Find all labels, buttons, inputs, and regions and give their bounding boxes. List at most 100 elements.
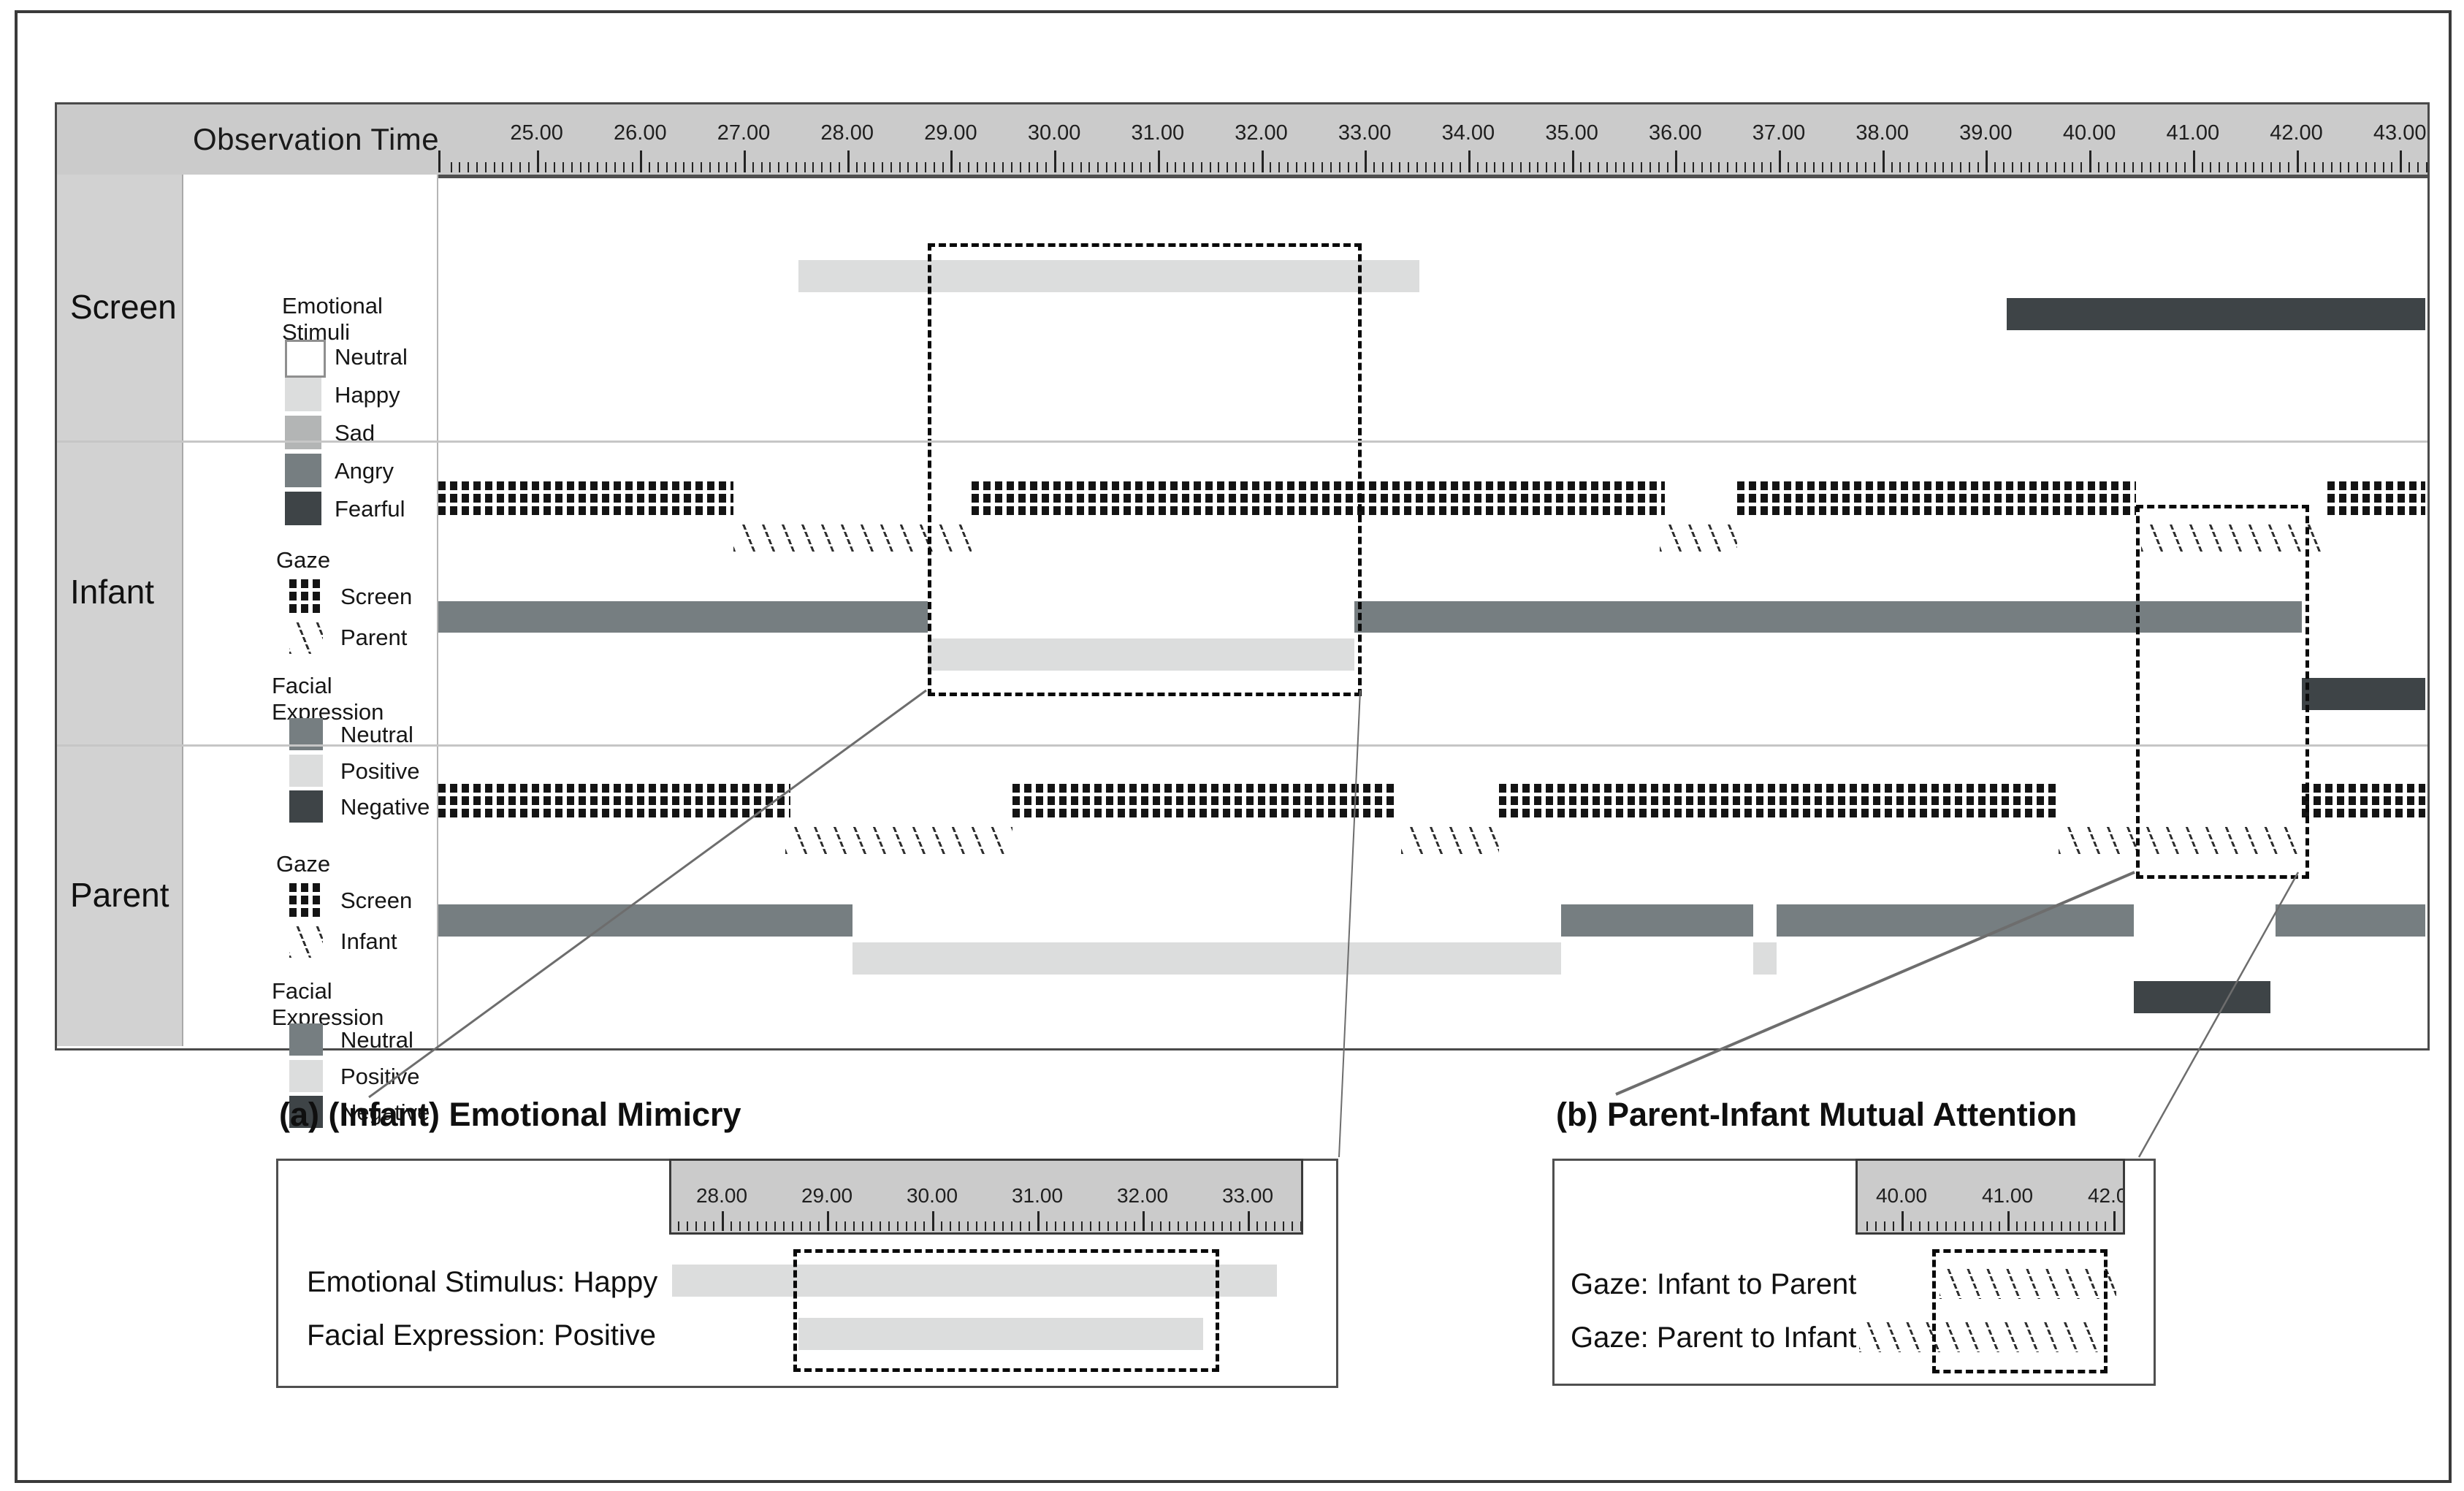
inset-a-tick-label: 31.00	[1011, 1184, 1064, 1207]
axis-major-tick	[847, 150, 850, 172]
parent-facial-neutral-bar	[1777, 904, 2135, 937]
axis-minor-tick	[2054, 162, 2056, 172]
axis-minor-tick	[2253, 162, 2255, 172]
axis-minor-tick	[1503, 162, 1505, 172]
axis-minor-tick	[2382, 162, 2384, 172]
axis-minor-tick	[2029, 162, 2031, 172]
inset-minor-tick	[1169, 1221, 1170, 1231]
axis-minor-tick	[657, 162, 659, 172]
infant-gaze-screen-bar	[1737, 481, 2136, 515]
legend-swatch-gaze-infant	[289, 924, 323, 958]
axis-minor-tick	[778, 162, 780, 172]
axis-minor-tick	[1037, 162, 1039, 172]
axis-minor-tick	[597, 162, 599, 172]
legend-swatch-gaze-parent	[289, 620, 323, 654]
axis-tick-label: 43.00	[2373, 121, 2427, 145]
inset-minor-tick	[1998, 1221, 2000, 1231]
inset-minor-tick	[1980, 1221, 1983, 1231]
axis-minor-tick	[1856, 162, 1858, 172]
inset-minor-tick	[1081, 1221, 1083, 1231]
axis-minor-tick	[985, 162, 987, 172]
axis-tick-label: 30.00	[1027, 121, 1081, 145]
inset-minor-tick	[976, 1221, 977, 1231]
axis-minor-tick	[993, 162, 996, 172]
axis-minor-tick	[1295, 162, 1297, 172]
legend-swatch-parent-neutral	[289, 1023, 323, 1056]
inset-a-tick-label: 32.00	[1116, 1184, 1169, 1207]
inset-minor-tick	[1230, 1221, 1232, 1231]
axis-minor-tick	[1011, 162, 1013, 172]
infant-gaze-screen-bar	[2327, 481, 2425, 515]
axis-minor-tick	[2201, 162, 2203, 172]
axis-minor-tick	[2330, 162, 2333, 172]
axis-minor-tick	[1286, 162, 1289, 172]
axis-minor-tick	[468, 162, 470, 172]
axis-minor-tick	[2244, 162, 2246, 172]
inset-major-tick	[2007, 1211, 2010, 1231]
inset-minor-tick	[1945, 1221, 1948, 1231]
inset-minor-tick	[1125, 1221, 1126, 1231]
inset-minor-tick	[1239, 1221, 1240, 1231]
infant-gaze-screen-bar	[438, 481, 733, 515]
axis-minor-tick	[1183, 162, 1186, 172]
axis-minor-tick	[511, 162, 513, 172]
axis-minor-tick	[554, 162, 556, 172]
inset-minor-tick	[1972, 1221, 1974, 1231]
axis-minor-tick	[545, 162, 547, 172]
axis-tick-label: 37.00	[1752, 121, 1806, 145]
axis-major-tick	[1882, 150, 1885, 172]
axis-minor-tick	[2175, 162, 2178, 172]
axis-minor-tick	[2322, 162, 2324, 172]
inset-a-bar-0	[672, 1265, 1278, 1297]
axis-minor-tick	[873, 162, 875, 172]
inset-minor-tick	[1213, 1221, 1214, 1231]
legend-label-parent-negative: Negative	[340, 1099, 430, 1125]
inset-minor-tick	[906, 1221, 907, 1231]
inset-b-row-label-1: Gaze: Parent to Infant	[1571, 1322, 1857, 1354]
inset-minor-tick	[844, 1221, 846, 1231]
axis-tick-label: 33.00	[1338, 121, 1392, 145]
axis-minor-tick	[2003, 162, 2005, 172]
parent-gaze-infant-bar	[2058, 825, 2302, 854]
axis-tick-label: 25.00	[510, 121, 563, 145]
infant-facial-neutral-bar	[438, 601, 928, 633]
inset-minor-tick	[985, 1221, 986, 1231]
axis-minor-tick	[2140, 162, 2143, 172]
axis-minor-tick	[1744, 162, 1746, 172]
inset-minor-tick	[1090, 1221, 1091, 1231]
row-divider	[57, 441, 2427, 443]
axis-minor-tick	[579, 162, 581, 172]
inset-major-tick	[827, 1211, 829, 1231]
row-divider	[57, 744, 2427, 747]
axis-minor-tick	[1485, 162, 1487, 172]
axis-minor-tick	[1149, 162, 1151, 172]
axis-minor-tick	[2011, 162, 2013, 172]
axis-minor-tick	[1537, 162, 1539, 172]
inset-minor-tick	[1892, 1221, 1894, 1231]
axis-minor-tick	[1019, 162, 1021, 172]
axis-minor-tick	[1658, 162, 1660, 172]
axis-minor-tick	[2115, 162, 2117, 172]
axis-minor-tick	[1934, 162, 1936, 172]
axis-minor-tick	[2149, 162, 2151, 172]
axis-minor-tick	[571, 162, 573, 172]
inset-minor-tick	[818, 1221, 820, 1231]
axis-minor-tick	[1476, 162, 1479, 172]
axis-tick-label: 32.00	[1235, 121, 1288, 145]
axis-minor-tick	[1132, 162, 1134, 172]
axis-minor-tick	[2037, 162, 2040, 172]
row-label-infant: Infant	[70, 573, 155, 611]
axis-minor-tick	[942, 162, 944, 172]
axis-minor-tick	[2080, 162, 2083, 172]
axis-major-tick	[1054, 150, 1057, 172]
axis-minor-tick	[1528, 162, 1530, 172]
legend-label-gaze-screen: Screen	[340, 584, 413, 609]
axis-minor-tick	[1347, 162, 1349, 172]
axis-minor-tick	[450, 162, 452, 172]
axis-minor-tick	[1442, 162, 1444, 172]
axis-minor-tick	[2106, 162, 2108, 172]
axis-minor-tick	[1632, 162, 1634, 172]
axis-minor-tick	[622, 162, 625, 172]
legend-swatch-parent-negative	[289, 1096, 323, 1128]
